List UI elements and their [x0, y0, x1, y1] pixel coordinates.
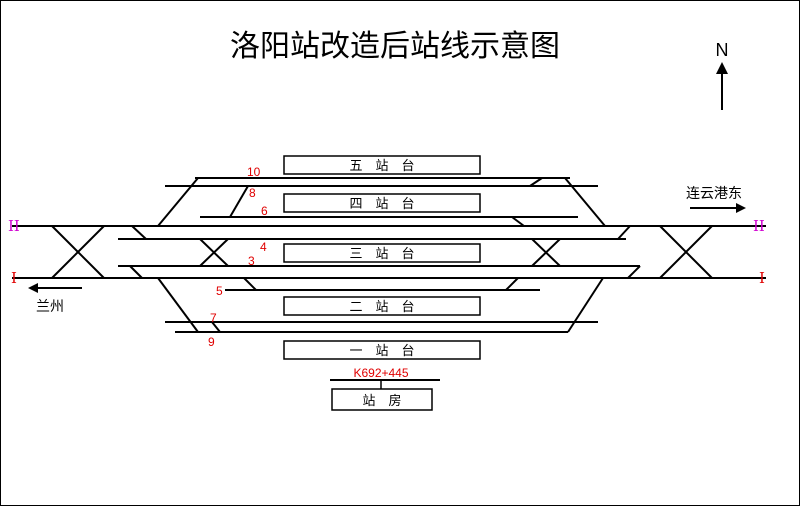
station-building-label: 站 房 [362, 393, 401, 409]
arrow-left-icon [28, 283, 82, 293]
track-number-7: 7 [210, 311, 217, 325]
line-marker-ii-east: II [753, 217, 765, 235]
platform-3-label: 三 站 台 [349, 247, 414, 262]
platform-4-label: 四 站 台 [349, 197, 414, 212]
turnouts [51, 177, 713, 333]
station-building: 站 房 [331, 388, 433, 411]
line-marker-ii-west: II [8, 217, 20, 235]
north-arrow-icon [716, 62, 728, 110]
platform-5-label: 五 站 台 [349, 159, 414, 174]
platform-2: 二 站 台 [283, 296, 481, 316]
line-marker-i-east: I [759, 269, 765, 287]
track-number-3: 3 [248, 254, 255, 268]
direction-west-label: 兰州 [36, 299, 64, 315]
track-number-10: 10 [247, 165, 261, 179]
line-marker-i-west: I [11, 269, 17, 287]
platform-4: 四 站 台 [283, 193, 481, 213]
platform-1-label: 一 站 台 [349, 344, 414, 359]
platform-2-label: 二 站 台 [349, 300, 414, 315]
direction-east-label: 连云港东 [686, 186, 742, 202]
platform-5: 五 站 台 [283, 155, 481, 175]
track-number-6: 6 [261, 204, 268, 218]
track-number-8: 8 [249, 186, 256, 200]
north-label: N [716, 40, 729, 60]
track-number-9: 9 [208, 335, 215, 349]
track-number-4: 4 [260, 240, 267, 254]
platform-3: 三 站 台 [283, 243, 481, 263]
kilometer-post-label: K692+445 [353, 366, 408, 380]
platform-1: 一 站 台 [283, 340, 481, 360]
arrow-right-icon [690, 203, 746, 213]
diagram-title: 洛阳站改造后站线示意图 [230, 29, 560, 64]
track-number-5: 5 [216, 284, 223, 298]
